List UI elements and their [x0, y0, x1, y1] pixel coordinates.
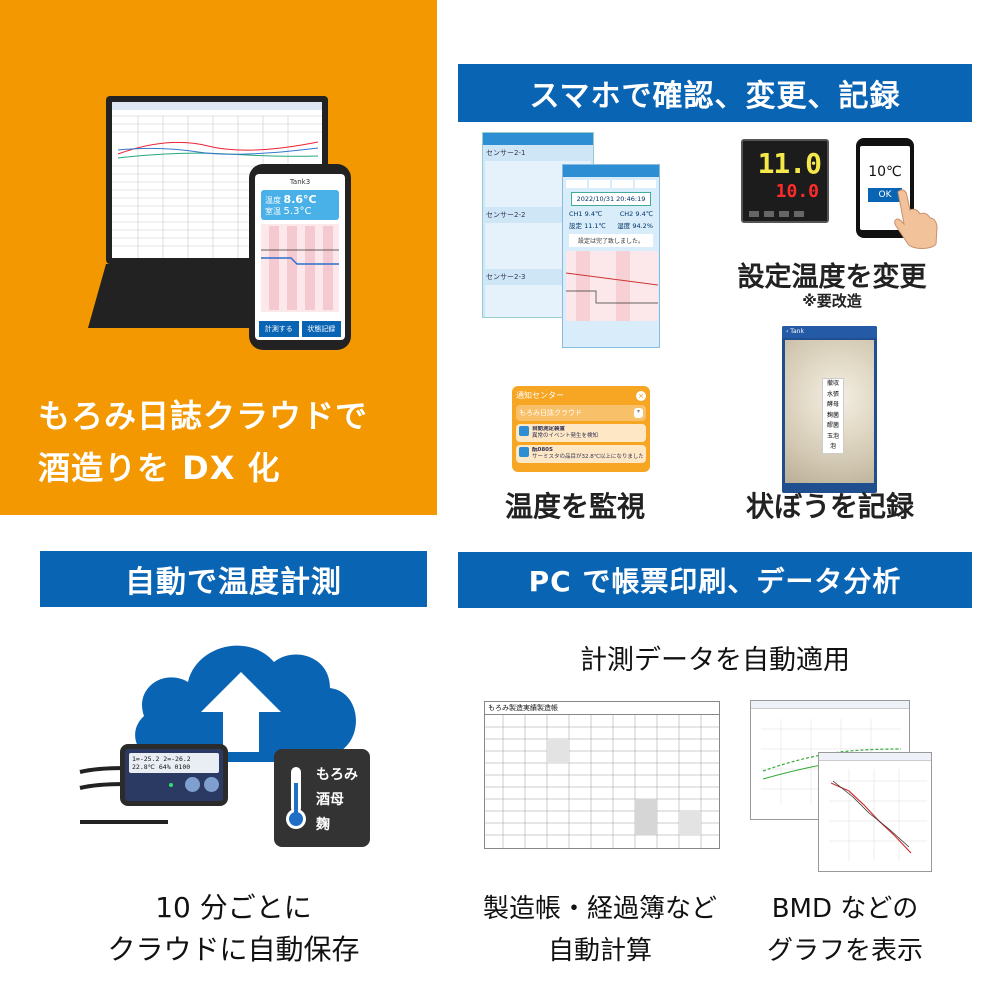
state-record-screen: ‹ Tank 撤収 水張 酵母 麹菌 醪菌 玉泡 泡: [782, 326, 877, 493]
change-setting-note: ※要改造: [802, 292, 862, 310]
ledger-title: もろみ製造実績製造帳: [485, 702, 719, 715]
app-screen-detail: 2022/10/31 20:46:19 CH1 9.4℃ CH2 9.4℃ 設定…: [562, 164, 660, 348]
state-record-caption: 状ぼうを記録: [745, 490, 914, 523]
target-badge: もろみ 酒母 麹: [274, 749, 370, 847]
badge-koji: 麹: [316, 817, 330, 833]
controller-sv: 10.0: [775, 181, 819, 202]
state-menu-item[interactable]: 泡: [829, 443, 836, 450]
phone-chart: [261, 224, 339, 312]
pc-subtitle: 計測データを自動適用: [580, 645, 850, 676]
production-ledger: もろみ製造実績製造帳: [484, 701, 720, 849]
temperature-controller: 11.0 10.0: [741, 139, 829, 223]
device-button[interactable]: [204, 777, 219, 792]
phone-title: Tank3: [289, 178, 311, 186]
device-display1: 1=-25.2 2=-26.2: [132, 755, 191, 763]
notif-body2: サーミスタの品目が32.8℃以上になりました: [532, 454, 643, 460]
state-menu-item[interactable]: 水張: [826, 390, 839, 398]
app-chart: [565, 251, 659, 321]
auto-caption2: クラウドに自動保存: [107, 933, 360, 966]
bell-icon: [519, 447, 529, 457]
state-menu: 撤収 水張 酵母 麹菌 醪菌 玉泡 泡: [822, 378, 844, 454]
record-state-button[interactable]: 状態記録: [301, 321, 341, 337]
graph-caption1: BMD などの: [771, 894, 919, 924]
monitor-caption: 温度を監視: [504, 490, 645, 523]
notif-title1: 自動測定装置: [532, 426, 566, 432]
state-menu-item[interactable]: 玉泡: [826, 432, 839, 440]
device-led-icon: [169, 783, 173, 787]
notif-header: 通知センター: [516, 391, 564, 400]
app-set1: 設定 11.1℃: [569, 222, 606, 230]
hero-panel: Tank3 温度 8.6°C 室温 5.3°C 計測する 状態記録: [0, 0, 437, 515]
hero-line1: もろみ日誌クラウドで: [38, 397, 369, 435]
graph-window-front: [818, 752, 932, 872]
badge-shubo: 酒母: [316, 792, 344, 808]
app-set2: 湿度 94.2%: [617, 222, 653, 230]
smartphone-banner: スマホで確認、変更、記録: [458, 64, 972, 122]
state-menu-item[interactable]: 醪菌: [826, 422, 839, 429]
notification-item[interactable]: 酛080S サーミスタの品目が32.8℃以上になりました: [516, 445, 646, 463]
state-menu-item[interactable]: 酵母: [826, 401, 839, 408]
auto-measure-banner: 自動で温度計測: [40, 551, 427, 607]
phone-temp2: 5.3°C: [283, 206, 312, 217]
hero-headline: もろみ日誌クラウドで 酒造りを DX 化: [38, 390, 368, 494]
hero-phone: Tank3 温度 8.6°C 室温 5.3°C 計測する 状態記録: [249, 164, 351, 350]
app-notice: 設定は完了致しました。: [569, 234, 653, 247]
ledger-grid: [485, 715, 719, 848]
app-ch1: CH1 9.4℃: [569, 210, 603, 218]
bell-icon: [519, 426, 529, 436]
notif-app: もろみ日誌クラウド: [519, 409, 582, 417]
app-date: 2022/10/31 20:46:19: [571, 192, 651, 206]
device-display2: 22.8℃ 64% 0100: [132, 763, 191, 771]
controller-pv: 11.0: [757, 147, 822, 180]
state-menu-item[interactable]: 麹菌: [826, 411, 839, 419]
phone-temp2-label: 室温: [265, 207, 281, 216]
notification-item[interactable]: 自動測定装置 異常のイベント発生を検知: [516, 424, 646, 442]
ledger-caption2: 自動計算: [547, 936, 652, 966]
notif-title2: 酛080S: [532, 447, 553, 453]
change-setting-caption: 設定温度を変更: [737, 262, 927, 293]
hand-pointer-icon: [894, 189, 938, 249]
phone-temp1: 8.6°C: [283, 193, 317, 206]
setting-phone: 10℃ OK: [856, 138, 914, 238]
auto-caption1: 10 分ごとに: [155, 891, 312, 924]
notif-body1: 異常のイベント発生を検知: [532, 433, 599, 439]
measure-button[interactable]: 計測する: [259, 321, 299, 337]
notification-center: 通知センター × もろみ日誌クラウド ▾ 自動測定装置 異常のイベント発生を検知…: [512, 386, 650, 472]
cloud-upload-icon: [135, 645, 356, 762]
graph-caption2: グラフを表示: [766, 936, 923, 966]
state-menu-item[interactable]: 撤収: [826, 380, 839, 387]
badge-moromi: もろみ: [316, 767, 358, 783]
thermometer-icon: [286, 767, 306, 829]
notif-close-icon[interactable]: ×: [636, 390, 646, 401]
hero-line2: 酒造りを DX 化: [38, 449, 281, 487]
bmd-graph: [829, 769, 927, 861]
measurement-device: 1=-25.2 2=-26.2 22.8℃ 64% 0100: [120, 744, 228, 806]
pc-banner: PC で帳票印刷、データ分析: [458, 552, 972, 608]
device-button[interactable]: [185, 777, 200, 792]
phone-temp1-label: 温度: [265, 196, 281, 205]
app-ch2: CH2 9.4℃: [619, 210, 653, 218]
setting-phone-display: 10℃: [868, 164, 902, 180]
ledger-caption1: 製造帳・経過簿など: [482, 894, 717, 924]
setting-ok-button[interactable]: OK: [868, 188, 902, 202]
